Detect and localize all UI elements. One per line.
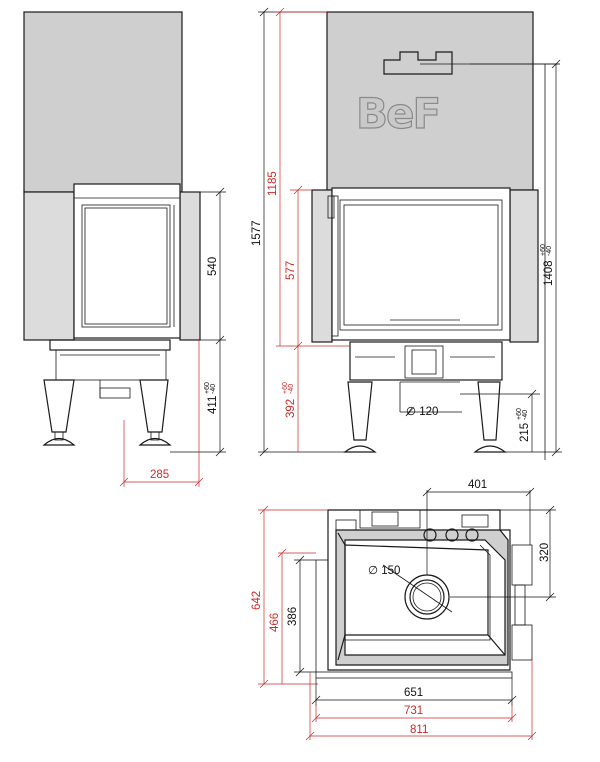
front-left-panel <box>23 191 75 341</box>
front-door-glass <box>81 204 171 328</box>
plan-dim-diameter-150: ∅ 150 <box>368 565 400 577</box>
svg-text:-40: -40 <box>546 246 553 256</box>
side-dim-diameter-120: ∅ 120 <box>406 406 438 418</box>
plan-dim-731: 731 <box>404 705 423 717</box>
front-hood <box>23 11 183 193</box>
side-door-frame <box>331 187 511 341</box>
side-left-panel <box>311 189 333 343</box>
plan-dim-320: 320 <box>539 543 551 562</box>
side-dim-577: 577 <box>285 261 297 280</box>
svg-text:+60: +60 <box>282 382 289 394</box>
plan-dim-401: 401 <box>468 479 487 491</box>
front-view: 540 411 +60 -40 285 <box>23 11 226 487</box>
plan-side-connector <box>511 544 533 586</box>
front-right-panel <box>179 191 201 341</box>
bef-logo: BeF <box>355 51 453 139</box>
side-dim-1577: 1577 <box>251 220 263 246</box>
front-dim-285: 285 <box>150 469 169 481</box>
svg-text:+60: +60 <box>516 408 523 420</box>
side-door-glass <box>339 199 503 331</box>
side-dim-1408: 1408 <box>543 260 555 286</box>
svg-text:-40: -40 <box>288 384 295 394</box>
plan-rear-connector <box>359 509 421 529</box>
front-door-frame <box>73 183 181 339</box>
side-right-leg <box>477 381 501 441</box>
svg-text:-40: -40 <box>522 410 529 420</box>
plan-dim-811: 811 <box>410 724 428 736</box>
plan-dim-642: 642 <box>251 591 263 610</box>
front-base-plate <box>49 339 171 351</box>
side-dim-392: 392 <box>285 399 297 418</box>
side-left-leg <box>347 381 373 441</box>
plan-dim-651: 651 <box>404 687 423 699</box>
side-view: BeF 1577 <box>251 7 562 460</box>
side-base <box>349 341 503 381</box>
svg-text:BeF: BeF <box>356 89 439 138</box>
plan-dim-466: 466 <box>269 613 281 632</box>
side-hood <box>326 11 534 191</box>
front-dim-540: 540 <box>207 257 219 276</box>
side-dim-1185: 1185 <box>267 171 279 196</box>
plan-base-plate <box>315 671 513 679</box>
plan-dim-386: 386 <box>287 607 299 626</box>
front-right-leg <box>139 379 169 433</box>
side-right-panel <box>509 189 539 343</box>
front-dim-411: 411 <box>207 396 219 414</box>
svg-text:+60: +60 <box>540 244 547 256</box>
svg-text:+60: +60 <box>204 382 211 394</box>
front-left-leg <box>43 379 75 433</box>
plan-view: 401 320 ∅ 150 642 466 386 <box>251 479 556 741</box>
side-dim-215: 215 <box>519 423 531 442</box>
svg-text:-40: -40 <box>210 384 217 394</box>
